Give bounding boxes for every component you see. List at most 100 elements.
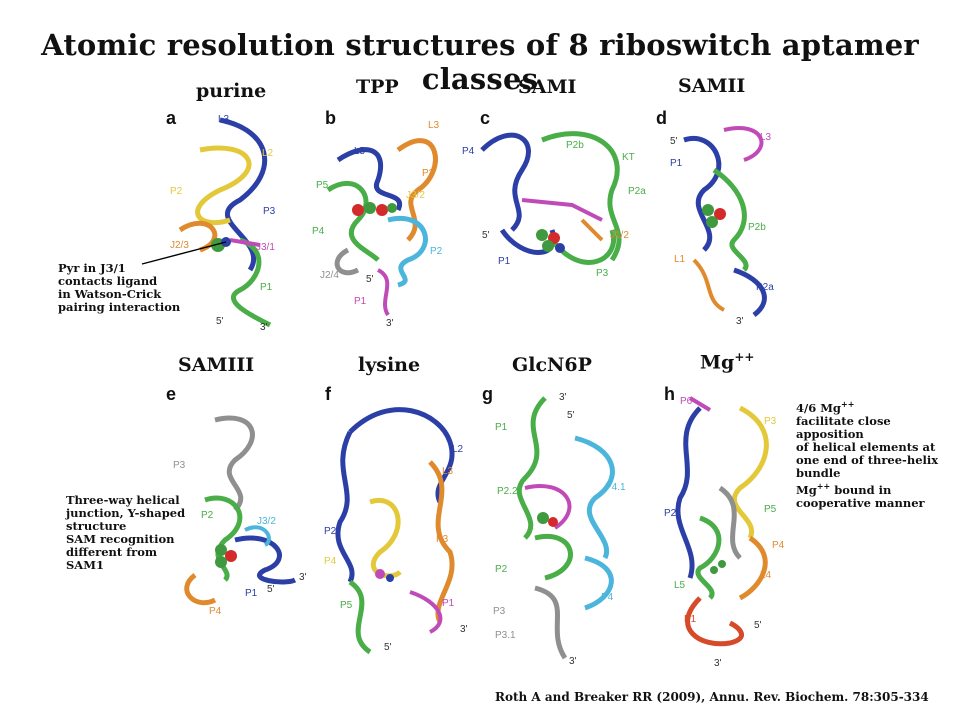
label-3prime: 3' — [460, 624, 468, 635]
class-label-sami: SAMI — [518, 76, 577, 98]
label-p3: P3 — [596, 268, 609, 279]
label-p5: P5 — [340, 600, 353, 611]
label-p1: P1 — [442, 598, 455, 609]
panel-letter-e: e — [166, 384, 177, 404]
label-j3-2: J3/2 — [406, 190, 425, 201]
class-label-samii: SAMII — [678, 75, 746, 97]
panel-letter-h: h — [664, 384, 675, 404]
label-3prime: 3' — [736, 316, 744, 327]
label-p4: P4 — [312, 226, 325, 237]
rna-structure-graphic: 3' 5' P1 P4.1 P2.2 P2 P4 P3 P3.1 3' — [493, 392, 626, 667]
label-p1: P1 — [670, 158, 683, 169]
label-j1-2: J1/2 — [610, 230, 629, 241]
panel-letter-c: c — [480, 108, 491, 128]
pointer-line — [141, 241, 227, 265]
label-3prime-top: 3' — [559, 392, 567, 403]
label-p3: P3 — [436, 534, 449, 545]
label-5prime: 5' — [267, 584, 275, 595]
label-l3: L3 — [428, 120, 440, 131]
structure-mg: P6 P3 P2 P5 P4 L4 L5 P1 5' 3' — [660, 388, 790, 670]
label-p2a: P2a — [628, 186, 646, 197]
structure-samii: 5' L3 P1 P2b L1 P2a 3' — [664, 110, 794, 330]
label-p6: P6 — [680, 396, 693, 407]
rna-structure-graphic: L5 L3 P5 P3 J3/2 P4 P2 J2/4 5' P1 3' — [312, 120, 443, 329]
label-p3: P3 — [422, 168, 435, 179]
label-p5: P5 — [764, 504, 777, 515]
label-p2: P2 — [201, 510, 214, 521]
label-3prime: 3' — [299, 572, 307, 583]
label-p1: P1 — [684, 614, 697, 625]
label-5prime: 5' — [754, 620, 762, 631]
annotation-purine: Pyr in J3/1 contacts ligand in Watson-Cr… — [58, 261, 181, 314]
label-5prime: 5' — [567, 410, 575, 421]
label-p2-2: P2.2 — [497, 486, 518, 497]
label-p2: P2 — [664, 508, 677, 519]
rna-structure-graphic: 5' L3 P1 P2b L1 P2a 3' — [670, 126, 774, 327]
panel-letter-d: d — [656, 108, 667, 128]
label-p3: P3 — [764, 416, 777, 427]
rna-structure-graphic: P6 P3 P2 P5 P4 L4 L5 P1 5' 3' — [664, 396, 785, 669]
label-j3-1: J3/1 — [256, 242, 275, 253]
structure-samiii: P3 P2 J3/2 3' 5' P1 P4 — [165, 400, 325, 630]
label-p2a: P2a — [756, 282, 774, 293]
label-l4: L4 — [760, 570, 772, 581]
label-p4: P4 — [601, 592, 614, 603]
class-label-mg: Mg++ — [700, 350, 755, 374]
rna-structure-graphic: L3 L2 P2 P3 J2/3 J3/1 P1 5' 3' — [170, 114, 276, 330]
label-p4-1: P4.1 — [605, 482, 626, 493]
label-p3-1: P3.1 — [495, 630, 516, 641]
label-p3: P3 — [263, 206, 276, 217]
page-title: Atomic resolution structures of 8 ribosw… — [41, 28, 919, 96]
rna-structure-graphic: P4 P2b KT P2a 5' J1/2 P1 P3 — [462, 131, 646, 279]
label-3prime: 3' — [386, 318, 394, 329]
panel-letter-b: b — [325, 108, 336, 128]
label-p2b: P2b — [566, 140, 584, 151]
label-5prime: 5' — [216, 316, 224, 327]
label-p2: P2 — [495, 564, 508, 575]
class-label-tpp: TPP — [356, 76, 399, 98]
label-l3: L3 — [218, 114, 230, 125]
structure-purine: L3 L2 P2 P3 J2/3 J3/1 P1 5' 3' — [160, 110, 300, 330]
label-j2-4: J2/4 — [320, 270, 339, 281]
label-5prime: 5' — [670, 136, 678, 147]
panel-letter-f: f — [325, 384, 331, 404]
label-p4: P4 — [324, 556, 337, 567]
rna-structure-graphic: L2 L3 P3 P2 P4 P1 P5 3' 5' — [324, 407, 468, 655]
class-label-purine: purine — [196, 80, 267, 102]
label-p3: P3 — [493, 606, 506, 617]
structure-sami: P4 P2b KT P2a 5' J1/2 P1 P3 — [462, 110, 652, 320]
label-l2: L2 — [262, 148, 274, 159]
panel-letter-g: g — [482, 384, 493, 404]
label-l3: L3 — [442, 466, 454, 477]
label-p4: P4 — [462, 146, 475, 157]
label-l5: L5 — [354, 146, 366, 157]
label-3prime: 3' — [260, 322, 268, 330]
label-5prime: 5' — [384, 642, 392, 653]
class-label-glcn6p: GlcN6P — [512, 354, 592, 376]
label-j2-3: J2/3 — [170, 240, 189, 251]
label-p3: P3 — [173, 460, 186, 471]
label-5prime: 5' — [482, 230, 490, 241]
label-p4: P4 — [209, 606, 222, 617]
panel-letter-a: a — [166, 108, 177, 128]
label-kt: KT — [622, 152, 635, 163]
class-label-samiii: SAMIII — [178, 354, 255, 376]
label-3prime-bottom: 3' — [569, 656, 577, 667]
label-p1: P1 — [260, 282, 273, 293]
class-label-lysine: lysine — [358, 354, 421, 376]
label-p1: P1 — [495, 422, 508, 433]
rna-structure-graphic: P3 P2 J3/2 3' 5' P1 P4 — [173, 415, 307, 617]
annotation-mg: 4/6 Mg++ facilitate close apposition of … — [796, 399, 939, 510]
label-p4: P4 — [772, 540, 785, 551]
structure-lysine: L2 L3 P3 P2 P4 P1 P5 3' 5' — [320, 392, 480, 662]
label-p2: P2 — [170, 186, 183, 197]
label-p5: P5 — [316, 180, 329, 191]
label-5prime: 5' — [366, 274, 374, 285]
annotation-samiii: Three-way helical junction, Y-shaped str… — [66, 493, 186, 572]
label-j3-2: J3/2 — [257, 516, 276, 527]
label-p2: P2 — [324, 526, 337, 537]
label-p1: P1 — [354, 296, 367, 307]
label-p2: P2 — [430, 246, 443, 257]
label-p2b: P2b — [748, 222, 766, 233]
label-p1: P1 — [498, 256, 511, 267]
